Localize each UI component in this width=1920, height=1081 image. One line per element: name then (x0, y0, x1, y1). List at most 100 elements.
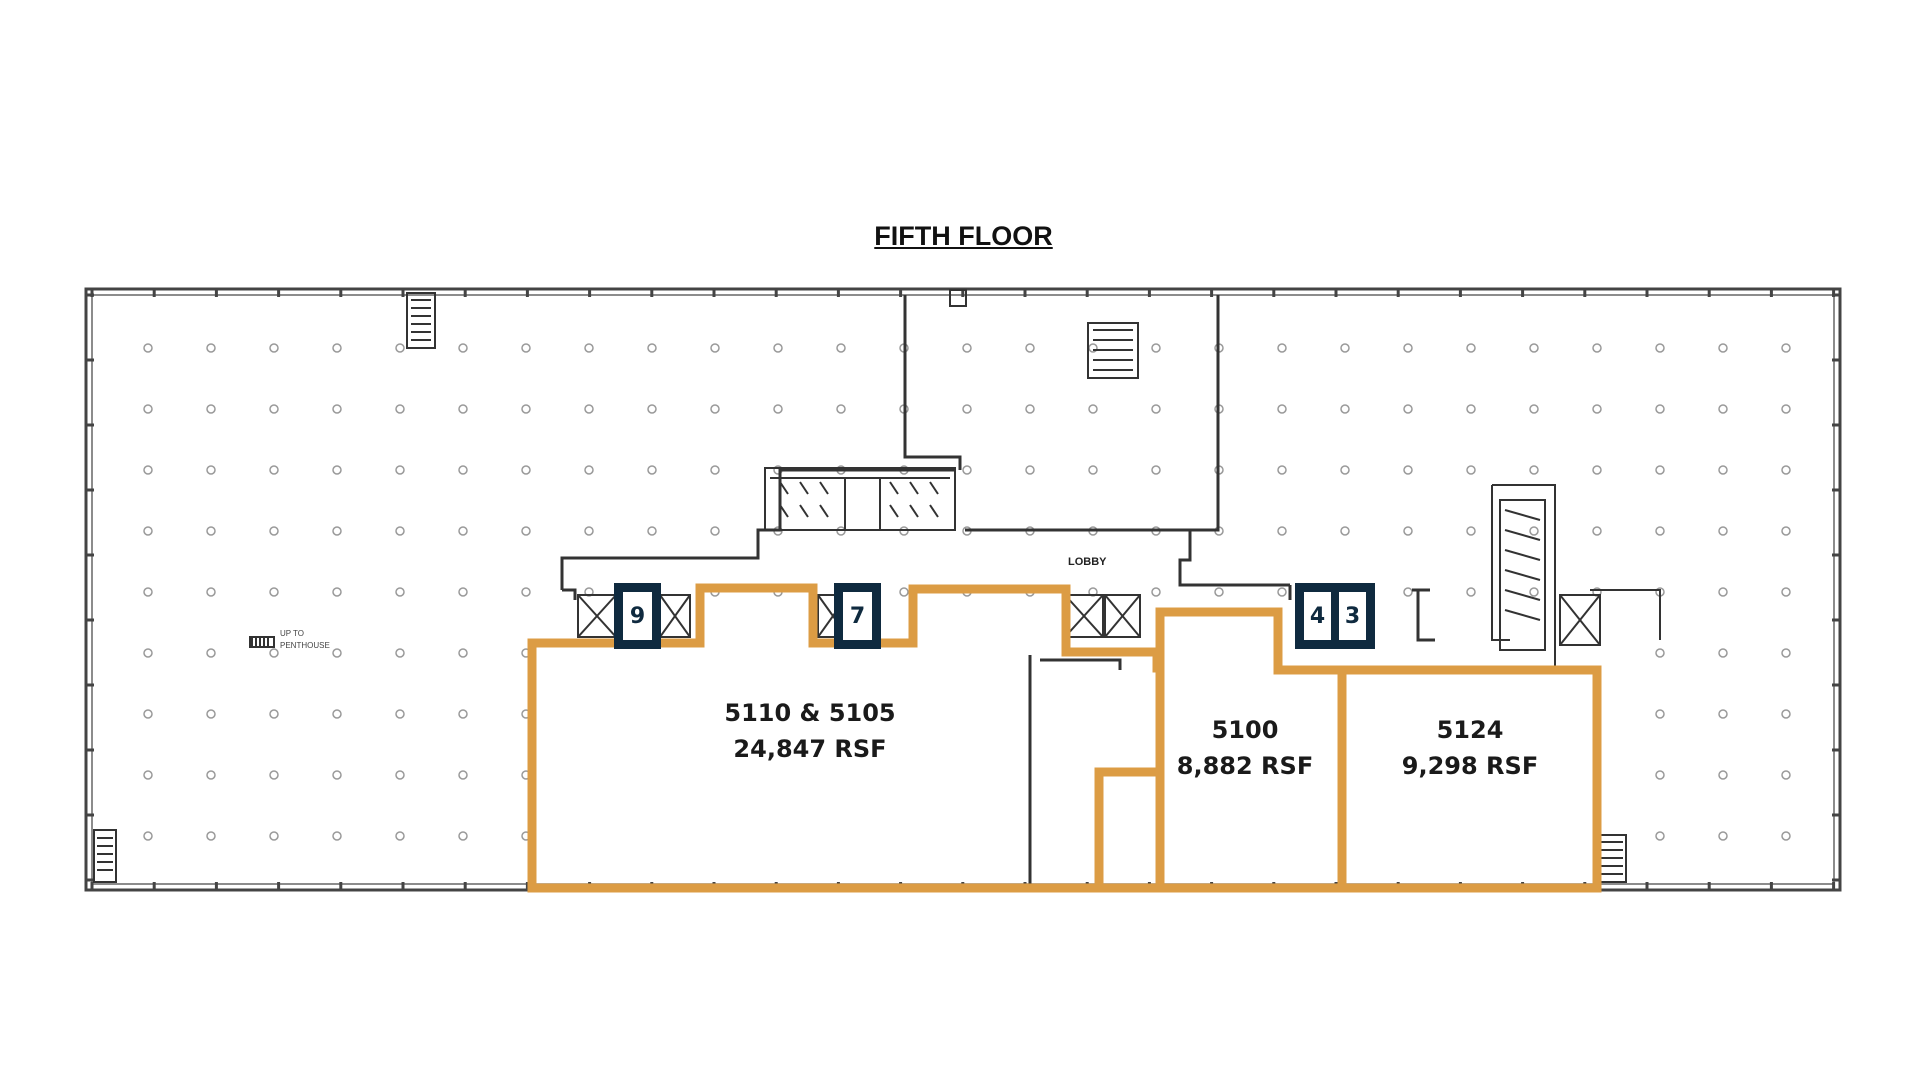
suite-name: 5110 & 5105 (724, 699, 896, 727)
column-marker (206, 709, 216, 719)
column-marker (143, 831, 153, 841)
suite-area: 8,882 RSF (1176, 752, 1314, 780)
column-marker (269, 831, 279, 841)
column-marker (773, 404, 783, 414)
column-marker (1277, 404, 1287, 414)
column-marker (1781, 831, 1791, 841)
column-marker (647, 404, 657, 414)
column-marker (1529, 465, 1539, 475)
column-marker (521, 404, 531, 414)
column-marker (1088, 404, 1098, 414)
column-marker (1214, 587, 1224, 597)
column-marker (962, 343, 972, 353)
suite-area: 24,847 RSF (733, 735, 887, 763)
column-marker (1718, 465, 1728, 475)
column-marker (332, 709, 342, 719)
column-marker (1025, 465, 1035, 475)
column-marker (269, 465, 279, 475)
column-marker (710, 526, 720, 536)
suite-5124-outline (1337, 665, 1602, 893)
column-marker (710, 465, 720, 475)
column-marker (206, 465, 216, 475)
suite-name: 5124 (1436, 716, 1504, 744)
column-marker (1781, 404, 1791, 414)
column-marker (269, 343, 279, 353)
column-marker (458, 343, 468, 353)
elevator-4-label: 4 (1304, 592, 1331, 640)
column-marker (1655, 770, 1665, 780)
column-marker (395, 526, 405, 536)
column-marker (1655, 404, 1665, 414)
column-marker (1781, 526, 1791, 536)
column-marker (1592, 404, 1602, 414)
elevator-9-marker: 9 (614, 583, 661, 649)
column-marker (395, 770, 405, 780)
column-marker (710, 404, 720, 414)
column-marker (269, 404, 279, 414)
column-marker (143, 404, 153, 414)
column-marker (1718, 343, 1728, 353)
column-marker (1592, 526, 1602, 536)
elevator-7-label: 7 (843, 592, 872, 640)
column-marker (710, 343, 720, 353)
suite-5124-label: 5124 9,298 RSF (1385, 712, 1555, 784)
column-marker (1340, 465, 1350, 475)
column-marker (1025, 343, 1035, 353)
column-marker (1529, 526, 1539, 536)
column-marker (206, 587, 216, 597)
column-marker (1529, 343, 1539, 353)
column-marker (332, 404, 342, 414)
column-marker (1781, 770, 1791, 780)
column-marker (584, 465, 594, 475)
column-marker (1529, 587, 1539, 597)
elevator-9-label: 9 (623, 592, 652, 640)
column-marker (332, 587, 342, 597)
column-marker (584, 343, 594, 353)
column-marker (1025, 404, 1035, 414)
column-marker (521, 526, 531, 536)
column-marker (962, 465, 972, 475)
column-marker (1781, 648, 1791, 658)
suite-5110-5105-label: 5110 & 5105 24,847 RSF (690, 695, 930, 767)
column-marker (647, 465, 657, 475)
column-marker (143, 526, 153, 536)
column-marker (1403, 343, 1413, 353)
column-marker (962, 404, 972, 414)
column-marker (1277, 587, 1287, 597)
column-marker (332, 770, 342, 780)
suite-5100-label: 5100 8,882 RSF (1160, 712, 1330, 784)
column-marker (1151, 343, 1161, 353)
column-marker (1466, 404, 1476, 414)
stairs (93, 289, 1627, 883)
suite-area: 9,298 RSF (1401, 752, 1539, 780)
column-marker (332, 648, 342, 658)
column-marker (1781, 709, 1791, 719)
column-marker (332, 343, 342, 353)
column-marker (1151, 404, 1161, 414)
suite-name: 5100 (1211, 716, 1279, 744)
column-marker (1718, 770, 1728, 780)
column-marker (1655, 648, 1665, 658)
column-marker (1466, 465, 1476, 475)
page-title: FIFTH FLOOR (874, 221, 1053, 251)
column-marker (584, 404, 594, 414)
column-marker (1403, 465, 1413, 475)
column-marker (395, 465, 405, 475)
column-marker (1718, 648, 1728, 658)
column-marker (836, 404, 846, 414)
column-marker (395, 343, 405, 353)
column-marker (458, 709, 468, 719)
column-marker (143, 648, 153, 658)
column-marker (143, 770, 153, 780)
column-marker (1718, 404, 1728, 414)
column-marker (458, 526, 468, 536)
core-walls (560, 295, 1435, 890)
column-marker (143, 709, 153, 719)
column-marker (584, 526, 594, 536)
column-marker (1529, 404, 1539, 414)
column-marker (143, 343, 153, 353)
column-marker (1466, 526, 1476, 536)
column-marker (332, 831, 342, 841)
column-marker (836, 343, 846, 353)
column-marker (332, 526, 342, 536)
